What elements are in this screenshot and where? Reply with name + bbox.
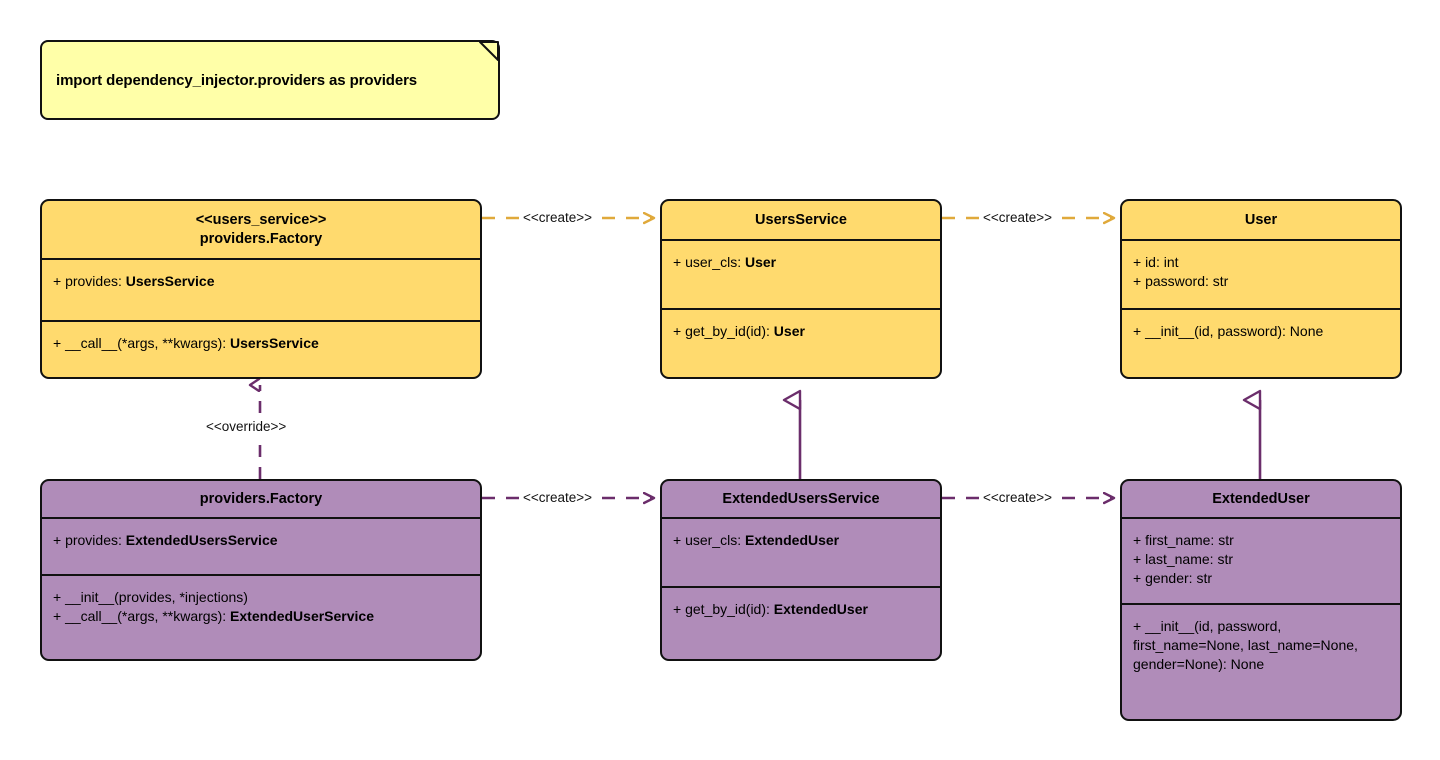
attribute-row: + first_name: str [1133, 532, 1234, 548]
method-row: + get_by_id(id): User [673, 323, 805, 339]
class-title: providers.Factory [199, 490, 323, 507]
method-row: + __init__(id, password, first_name=None… [1133, 618, 1358, 672]
attribute-row: + id: int [1133, 254, 1179, 270]
edge-label-create-bottom-right: <<create>> [980, 490, 1056, 506]
method-row: + get_by_id(id): ExtendedUser [673, 601, 868, 617]
import-note: import dependency_injector.providers as … [40, 40, 500, 120]
class-title: ExtendedUser [1212, 490, 1310, 507]
attribute-row: + provides: ExtendedUsersService [53, 532, 278, 548]
class-stereotype: <<users_service>> [195, 211, 327, 228]
class-title: ExtendedUsersService [722, 490, 880, 507]
class-title: UsersService [755, 211, 847, 228]
class-header-users-service-factory: <<users_service>> providers.Factory [42, 201, 480, 260]
class-users-service[interactable]: UsersService + user_cls: User + get_by_i… [660, 199, 942, 379]
attributes-compartment: + provides: UsersService [42, 260, 480, 320]
class-extended-user[interactable]: ExtendedUser + first_name: str + last_na… [1120, 479, 1402, 721]
class-header-users-service: UsersService [662, 201, 940, 241]
method-row: + __init__(id, password): None [1133, 323, 1324, 339]
methods-compartment: + __call__(*args, **kwargs): UsersServic… [42, 320, 480, 377]
attributes-compartment: + provides: ExtendedUsersService [42, 519, 480, 574]
class-extended-factory[interactable]: providers.Factory + provides: ExtendedUs… [40, 479, 482, 661]
class-title: providers.Factory [199, 230, 323, 247]
note-fold-icon [479, 41, 499, 61]
class-title: User [1244, 211, 1278, 228]
attributes-compartment: + user_cls: ExtendedUser [662, 519, 940, 586]
method-row: + __call__(*args, **kwargs): ExtendedUse… [53, 608, 374, 624]
method-row: + __init__(provides, *injections) [53, 589, 248, 605]
class-user[interactable]: User + id: int + password: str + __init_… [1120, 199, 1402, 379]
class-header-user: User [1122, 201, 1400, 241]
attribute-row: + user_cls: ExtendedUser [673, 532, 840, 548]
class-users-service-factory[interactable]: <<users_service>> providers.Factory + pr… [40, 199, 482, 379]
methods-compartment: + get_by_id(id): ExtendedUser [662, 586, 940, 659]
methods-compartment: + __init__(provides, *injections) + __ca… [42, 574, 480, 659]
methods-compartment: + __init__(id, password): None [1122, 308, 1400, 377]
edge-label-create-bottom-left: <<create>> [520, 490, 596, 506]
class-header-extended-users-service: ExtendedUsersService [662, 481, 940, 519]
attributes-compartment: + user_cls: User [662, 241, 940, 308]
edge-label-override: <<override>> [203, 419, 290, 435]
import-note-text: import dependency_injector.providers as … [56, 71, 418, 89]
edge-label-create-top-left: <<create>> [520, 210, 596, 226]
class-header-extended-user: ExtendedUser [1122, 481, 1400, 519]
attribute-row: + provides: UsersService [53, 273, 215, 289]
class-extended-users-service[interactable]: ExtendedUsersService + user_cls: Extende… [660, 479, 942, 661]
attribute-row: + gender: str [1133, 570, 1212, 586]
attributes-compartment: + id: int + password: str [1122, 241, 1400, 308]
methods-compartment: + __init__(id, password, first_name=None… [1122, 603, 1400, 719]
attribute-row: + user_cls: User [673, 254, 777, 270]
attribute-row: + last_name: str [1133, 551, 1233, 567]
attribute-row: + password: str [1133, 273, 1229, 289]
edge-label-create-top-right: <<create>> [980, 210, 1056, 226]
method-row: + __call__(*args, **kwargs): UsersServic… [53, 335, 319, 351]
methods-compartment: + get_by_id(id): User [662, 308, 940, 377]
attributes-compartment: + first_name: str + last_name: str + gen… [1122, 519, 1400, 603]
class-header-extended-factory: providers.Factory [42, 481, 480, 519]
